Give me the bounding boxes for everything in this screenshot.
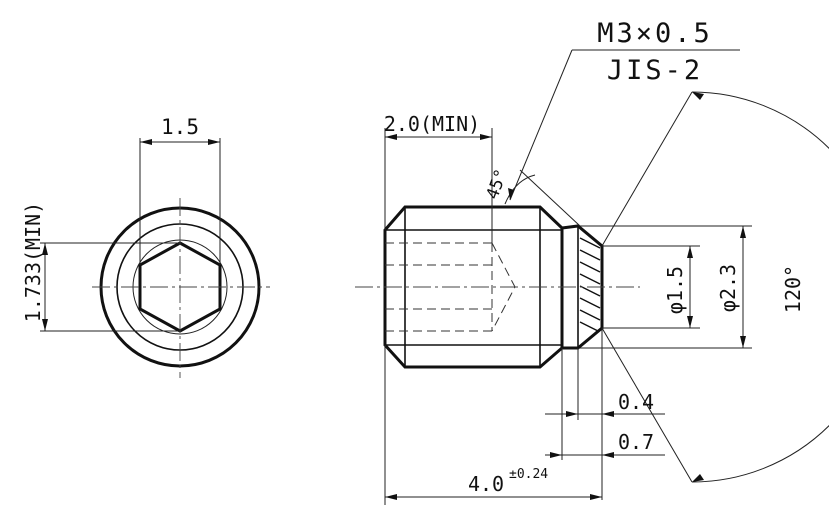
thread-spec: M3×0.5	[597, 18, 713, 49]
overall-tolerance-label: ±0.24	[509, 467, 548, 482]
point-angle-label: 120°	[781, 265, 805, 313]
end-view: 1.5 1.733(MIN)	[21, 115, 270, 378]
point-angle-arc	[691, 91, 829, 483]
thread-hatching	[579, 237, 601, 332]
thread-diameter-label: φ2.3	[716, 264, 740, 312]
overall-length-label: 4.0	[468, 472, 504, 496]
point-length-a-label: 0.4	[618, 390, 654, 414]
point-length-b-label: 0.7	[618, 430, 654, 454]
side-view: 2.0(MIN) 45° M3×0.5 JIS-2 φ1.5 φ2.3 120°	[355, 18, 829, 505]
hex-width-label: 1.5	[161, 115, 199, 139]
chamfer-angle-label: 45°	[483, 166, 512, 202]
point-diameter-label: φ1.5	[663, 266, 687, 314]
hex-depth-label: 1.733(MIN)	[21, 202, 45, 322]
thread-leader	[509, 49, 573, 201]
thread-standard: JIS-2	[607, 55, 703, 86]
socket-depth-label: 2.0(MIN)	[384, 112, 480, 136]
